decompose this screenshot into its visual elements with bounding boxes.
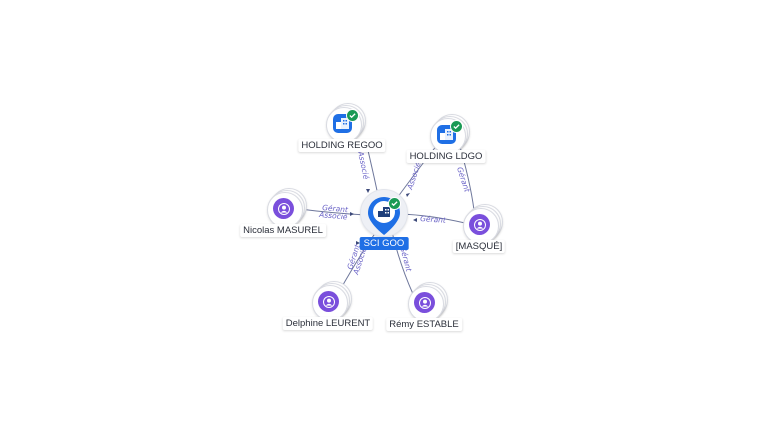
edge-label-masque: Gérant bbox=[420, 214, 447, 225]
person-icon bbox=[414, 292, 435, 313]
node-label-masque: [MASQUÉ] bbox=[452, 240, 506, 253]
edge-label-nicolas-2: Associé bbox=[318, 210, 348, 222]
person-icon bbox=[469, 214, 490, 235]
arrow-nicolas-2 bbox=[356, 241, 360, 245]
arrow-regoo bbox=[366, 189, 370, 193]
person-icon bbox=[318, 291, 339, 312]
verified-check-icon bbox=[388, 197, 401, 210]
node-label-remy-estable: Rémy ESTABLE bbox=[386, 318, 462, 331]
edge-label-nicolas-1: Gérant bbox=[322, 203, 350, 214]
node-label-holding-regoo: HOLDING REGOO bbox=[298, 139, 386, 152]
person-icon bbox=[273, 198, 294, 219]
verified-check-icon bbox=[450, 120, 463, 133]
arrow-masque bbox=[413, 218, 417, 222]
edge-label-ldgo-1: Associé bbox=[405, 161, 423, 192]
edge-label-ldgo-2: Gérant bbox=[455, 166, 472, 194]
building-icon bbox=[378, 207, 390, 217]
arrow-ldgo bbox=[406, 193, 410, 197]
node-label-nicolas-masurel: Nicolas MASUREL bbox=[240, 224, 326, 237]
verified-check-icon bbox=[346, 109, 359, 122]
node-label-holding-ldgo: HOLDING LDGO bbox=[406, 150, 486, 163]
node-label-delphine-leurent: Delphine LEURENT bbox=[282, 317, 374, 330]
node-label-sci-goo: SCI GOO bbox=[359, 237, 409, 250]
arrow-nicolas bbox=[350, 212, 354, 216]
